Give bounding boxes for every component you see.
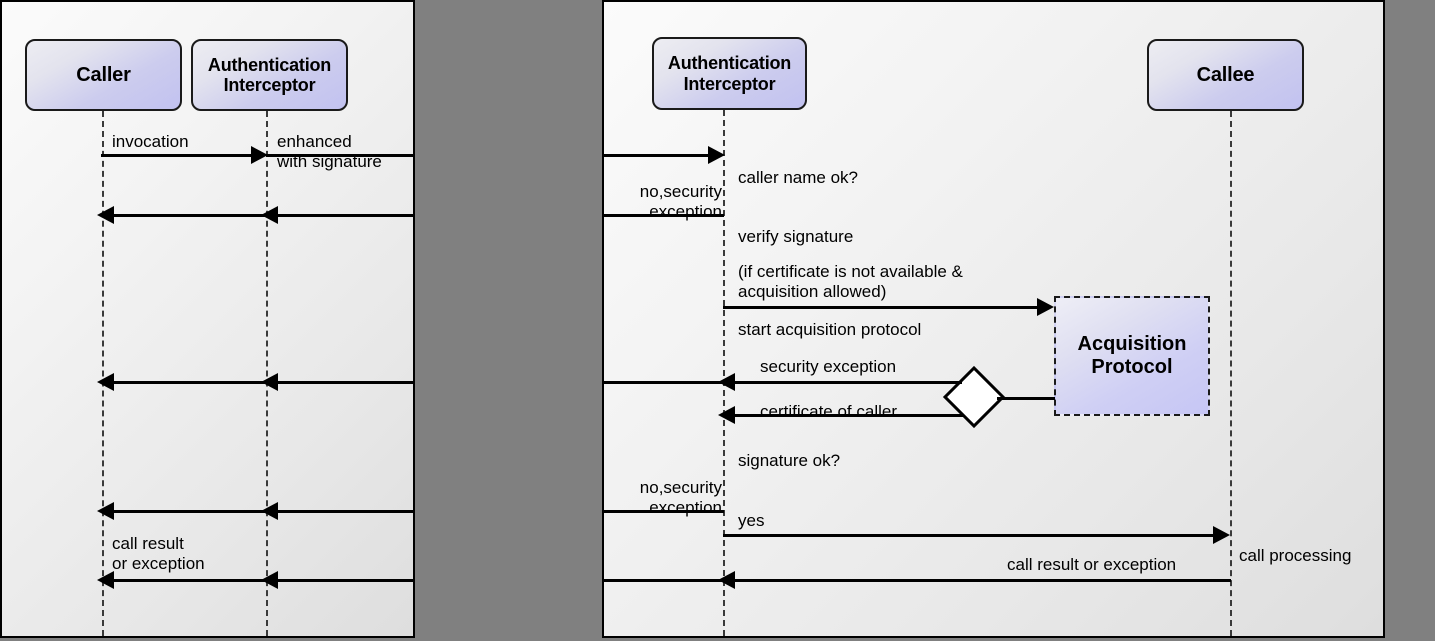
actor-label-authentication-interceptor-right: Authentication Interceptor (667, 53, 792, 94)
note-call-processing: call processing (1239, 546, 1352, 565)
right-panel: Authentication Interceptor Callee caller… (602, 0, 1385, 638)
arrowhead-no-security-exception-2-interceptor (261, 502, 278, 520)
actor-label-authentication-interceptor: Authentication Interceptor (207, 54, 332, 95)
message-line-no-security-exception-1-right (604, 214, 724, 217)
actor-label-callee: Callee (1196, 63, 1255, 86)
actor-box-caller[interactable]: Caller (25, 39, 182, 111)
message-line-start-acquisition-protocol (723, 306, 1037, 309)
arrowhead-yes (1213, 526, 1230, 544)
message-line-no-security-exception-2 (102, 510, 413, 513)
note-caller-name-ok: caller name ok? (738, 168, 859, 187)
note-if-certificate: (if certificate is not available & acqui… (738, 262, 963, 302)
message-label-enhanced-with-signature: enhanced with signature (277, 132, 382, 172)
arrowhead-start-acquisition-protocol (1037, 298, 1054, 316)
message-line-no-security-exception-1 (102, 214, 413, 217)
message-line-incoming-invocation (604, 154, 710, 157)
message-line-call-result-or-exception-left (102, 579, 413, 582)
message-label-yes: yes (738, 511, 765, 530)
message-line-call-result-or-exception-right (604, 579, 1231, 582)
arrowhead-security-exception (718, 373, 735, 391)
message-label-invocation: invocation (112, 132, 189, 151)
arrowhead-no-security-exception-1-interceptor (261, 206, 278, 224)
arrowhead-invocation (251, 146, 268, 164)
note-signature-ok: signature ok? (738, 451, 841, 470)
message-line-enhanced-with-signature (266, 154, 413, 157)
actor-label-caller: Caller (76, 63, 131, 86)
arrowhead-call-result-or-exception-right (718, 571, 735, 589)
arrowhead-no-security-exception-2-caller (97, 502, 114, 520)
message-label-call-result-or-exception-right: call result or exception (1007, 555, 1177, 574)
note-verify-signature: verify signature (738, 227, 854, 246)
left-panel: Caller Authentication Interceptor invoca… (0, 0, 415, 638)
arrowhead-certificate-of-caller (718, 406, 735, 424)
lifeline-callee (1230, 111, 1232, 636)
message-line-diamond-to-frame (997, 397, 1055, 400)
frame-label-acquisition-protocol: Acquisition Protocol (1077, 333, 1187, 378)
arrowhead-security-exception-return-caller (97, 373, 114, 391)
message-line-security-exception-return (102, 381, 413, 384)
message-line-security-exception (604, 381, 962, 384)
actor-box-callee[interactable]: Callee (1147, 39, 1304, 111)
message-label-start-acquisition-protocol: start acquisition protocol (738, 320, 922, 339)
message-line-no-security-exception-2-right (604, 510, 724, 513)
choice-diamond (942, 365, 1006, 429)
message-label-certificate-of-caller: certificate of caller (760, 402, 897, 421)
arrowhead-call-result-caller (97, 571, 114, 589)
arrowhead-security-exception-return-interceptor (261, 373, 278, 391)
frame-acquisition-protocol[interactable]: Acquisition Protocol (1054, 296, 1210, 416)
message-label-security-exception: security exception (760, 357, 897, 376)
message-label-no-security-exception-2-right: no,security exception (639, 478, 722, 518)
message-label-call-result-or-exception-left: call result or exception (112, 534, 205, 574)
actor-box-authentication-interceptor[interactable]: Authentication Interceptor (191, 39, 348, 111)
message-line-yes (723, 534, 1213, 537)
arrowhead-incoming-invocation (708, 146, 725, 164)
message-line-invocation (101, 154, 251, 157)
arrowhead-call-result-interceptor (261, 571, 278, 589)
actor-box-authentication-interceptor-right[interactable]: Authentication Interceptor (652, 37, 807, 110)
arrowhead-no-security-exception-1-caller (97, 206, 114, 224)
message-label-no-security-exception-1-right: no,security exception (639, 182, 722, 222)
message-line-certificate-of-caller (723, 414, 963, 417)
